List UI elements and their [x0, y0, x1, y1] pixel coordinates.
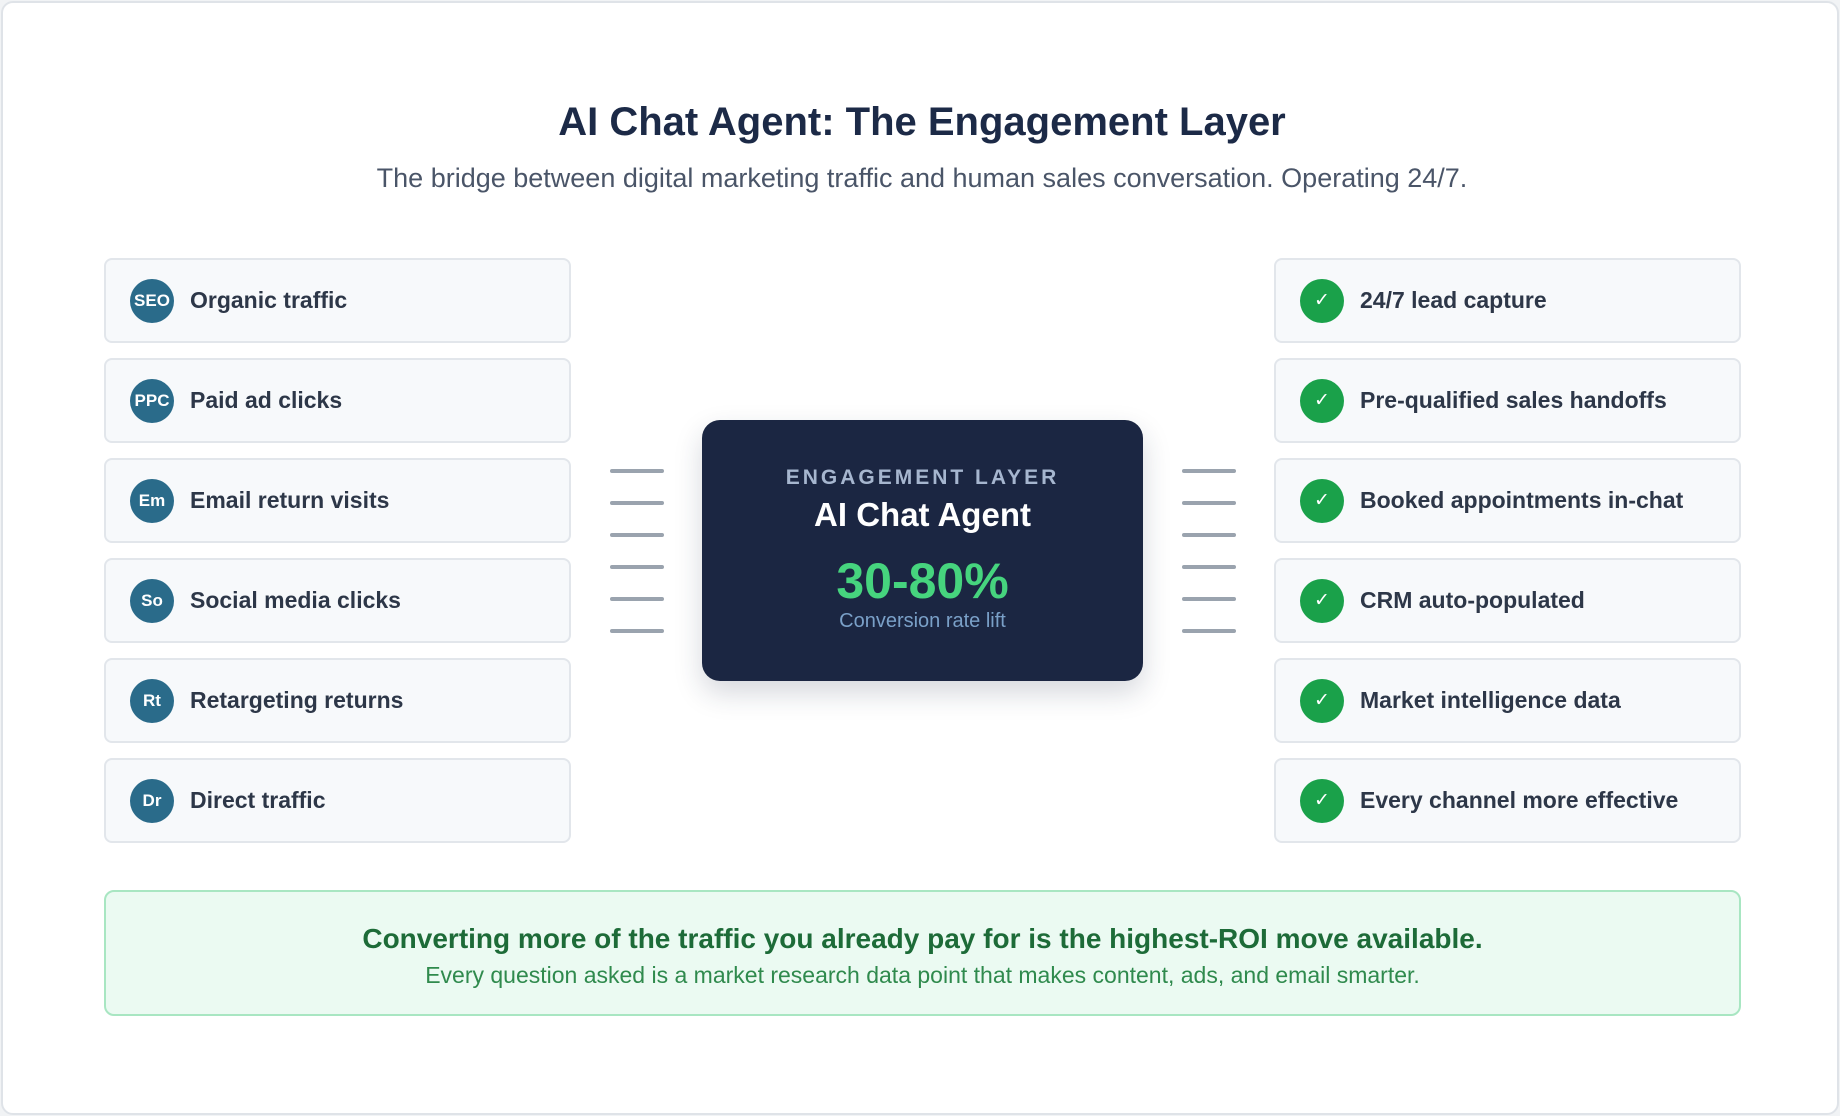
social-badge-icon: So [130, 578, 174, 623]
page-title: AI Chat Agent: The Engagement Layer [558, 100, 1286, 144]
connector-line [610, 501, 664, 505]
source-item-direct: Dr Direct traffic [104, 758, 571, 843]
connector-line [1182, 533, 1236, 537]
page-subtitle: The bridge between digital marketing tra… [376, 163, 1468, 193]
source-item-retargeting: Rt Retargeting returns [104, 658, 571, 743]
checkmark-icon: ✓ [1300, 578, 1344, 623]
checkmark-icon: ✓ [1300, 678, 1344, 723]
outcome-label: 24/7 lead capture [1360, 287, 1547, 313]
ai-chat-agent-card: ENGAGEMENT LAYER AI Chat Agent 30-80% Co… [702, 420, 1143, 681]
left-connector-lines [610, 469, 664, 661]
outcome-label: CRM auto-populated [1360, 587, 1585, 613]
checkmark-icon: ✓ [1300, 278, 1344, 323]
connector-line [610, 469, 664, 473]
agent-title: AI Chat Agent [814, 496, 1031, 533]
direct-badge-icon: Dr [130, 778, 174, 823]
outcome-label: Pre-qualified sales handoffs [1360, 387, 1667, 413]
engagement-layer-eyebrow: ENGAGEMENT LAYER [785, 466, 1060, 489]
source-label: Email return visits [190, 487, 390, 513]
source-label: Social media clicks [190, 587, 401, 613]
connector-line [1182, 501, 1236, 505]
callout-subtext: Every question asked is a market researc… [425, 962, 1420, 988]
connector-line [1182, 597, 1236, 601]
ppc-badge-icon: PPC [130, 378, 174, 423]
outcome-item-channels: ✓ Every channel more effective [1274, 758, 1741, 843]
connector-line [1182, 629, 1236, 633]
source-label: Direct traffic [190, 787, 326, 813]
traffic-sources-column: SEO Organic traffic PPC Paid ad clicks E… [104, 258, 571, 858]
conversion-lift-caption: Conversion rate lift [839, 610, 1006, 632]
connector-line [610, 597, 664, 601]
outcome-item-handoffs: ✓ Pre-qualified sales handoffs [1274, 358, 1741, 443]
connector-line [610, 629, 664, 633]
email-badge-icon: Em [130, 478, 174, 523]
checkmark-icon: ✓ [1300, 378, 1344, 423]
outcome-label: Market intelligence data [1360, 687, 1621, 713]
conversion-lift-stat: 30-80% [836, 553, 1009, 609]
source-item-social: So Social media clicks [104, 558, 571, 643]
source-label: Organic traffic [190, 287, 348, 313]
outcome-item-appointments: ✓ Booked appointments in-chat [1274, 458, 1741, 543]
outcome-item-intelligence: ✓ Market intelligence data [1274, 658, 1741, 743]
roi-callout: Converting more of the traffic you alrea… [104, 890, 1741, 1016]
callout-headline: Converting more of the traffic you alrea… [362, 923, 1483, 954]
checkmark-icon: ✓ [1300, 478, 1344, 523]
connector-line [1182, 469, 1236, 473]
outcome-item-crm: ✓ CRM auto-populated [1274, 558, 1741, 643]
source-item-paid: PPC Paid ad clicks [104, 358, 571, 443]
outcome-label: Booked appointments in-chat [1360, 487, 1684, 513]
outcome-item-lead-capture: ✓ 24/7 lead capture [1274, 258, 1741, 343]
source-item-email: Em Email return visits [104, 458, 571, 543]
outcomes-column: ✓ 24/7 lead capture ✓ Pre-qualified sale… [1274, 258, 1741, 858]
connector-line [610, 565, 664, 569]
outcome-label: Every channel more effective [1360, 787, 1679, 813]
retargeting-badge-icon: Rt [130, 678, 174, 723]
source-item-organic: SEO Organic traffic [104, 258, 571, 343]
checkmark-icon: ✓ [1300, 778, 1344, 823]
connector-line [610, 533, 664, 537]
source-label: Retargeting returns [190, 687, 404, 713]
connector-line [1182, 565, 1236, 569]
seo-badge-icon: SEO [130, 278, 174, 323]
right-connector-lines [1182, 469, 1236, 661]
source-label: Paid ad clicks [190, 387, 343, 413]
